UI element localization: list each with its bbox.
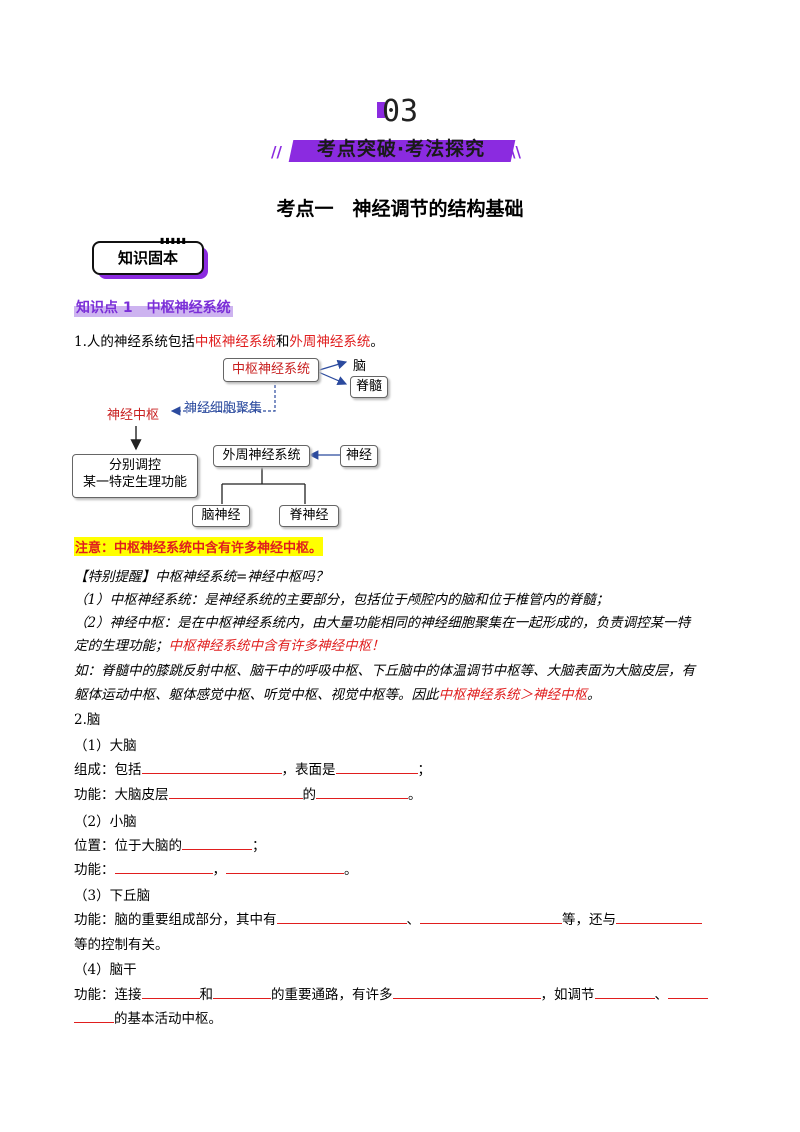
reminder-item2-red: 中枢神经系统中含有许多神经中枢！ [168,638,385,654]
hypothalamus-function-mid: 等，还与 [562,912,616,928]
label-nerve-center: 神经中枢 [107,408,160,423]
banner-title: 考点突破·考法探究 [316,138,486,160]
box-spinal-nerve: 脊神经 [279,505,339,527]
blank-brainstem-3[interactable] [392,984,541,999]
knowledge-badge: 知识固本 ▮▮▮▮▮ [92,236,208,279]
reminder-title: 【特别提醒】中枢神经系统=神经中枢吗？ [74,569,329,585]
box-function: 分别调控 某一特定生理功能 [72,454,198,498]
brainstem-function-and: 和 [199,987,214,1003]
cerebellum-function-mid: ， [212,862,227,878]
intro-prefix: 1.人的神经系统包括 [74,334,195,350]
notebook-rings-icon: ▮▮▮▮▮ [160,236,188,245]
brainstem-function: 功能：连接 和 的重要通路，有许多 ，如调节 、 [74,983,708,1003]
banner-left-slash-icon: // [271,143,282,161]
cerebellum-position-prefix: 位置：位于大脑的 [74,838,182,854]
reminder-item2-line2: 定的生理功能；中枢神经系统中含有许多神经中枢！ [74,634,385,654]
brainstem-function-line2-text: 的基本活动中枢。 [114,1011,222,1027]
blank-cerebrum-function-2[interactable] [316,784,408,799]
blank-brainstem-5-cont[interactable] [74,1008,114,1023]
cerebellum-position-end: ； [252,838,266,854]
blank-hypothalamus-1[interactable] [276,909,407,924]
hypothalamus-function-sep: 、 [406,912,421,928]
blank-cerebrum-surface[interactable] [335,759,418,774]
brainstem-title: （4）脑干 [74,962,137,978]
label-cell-cluster: 神经细胞聚集 [184,401,263,416]
section-number: 03 [381,94,419,129]
intro-and: 和 [275,334,290,350]
hypothalamus-title: （3）下丘脑 [74,888,151,904]
blank-cerebellum-function-1[interactable] [114,859,213,874]
intro-line: 1.人的神经系统包括中枢神经系统和外周神经系统。 [74,330,384,350]
section-number-accent [377,102,385,118]
box-cranial-nerve: 脑神经 [192,505,250,527]
blank-cerebellum-position[interactable] [182,835,252,850]
page-title: 考点一 神经调节的结构基础 [276,198,524,220]
arrow-cns-brain [315,359,348,372]
cerebrum-composition-prefix: 组成：包括 [74,762,142,778]
reminder-item1: （1）中枢神经系统：是神经系统的主要部分，包括位于颅腔内的脑和位于椎管内的脊髓； [74,592,610,608]
cerebrum-function: 功能：大脑皮层 的 。 [74,783,422,803]
blank-brainstem-1[interactable] [141,984,200,999]
arrow-cns-spinal [315,370,348,386]
box-nerve: 神经 [340,445,378,467]
box-pns: 外周神经系统 [213,445,310,467]
badge-label: 知识固本 [92,241,204,275]
cerebrum-function-end: 。 [408,787,422,803]
hypothalamus-function: 功能：脑的重要组成部分，其中有 、 等，还与 [74,908,702,928]
cerebrum-composition-mid: ，表面是 [281,762,336,778]
example-line2-red: 中枢神经系统＞神经中枢 [438,687,588,703]
brain-section-title: 2.脑 [74,712,101,728]
arrow-cell-cluster [170,380,276,416]
blank-brainstem-5[interactable] [668,984,708,999]
nervous-system-diagram [130,359,348,504]
banner-right-slash-icon: \\ [510,143,521,161]
cerebellum-position: 位置：位于大脑的 ； [74,834,266,854]
hypothalamus-function-prefix: 功能：脑的重要组成部分，其中有 [74,912,277,928]
blank-cerebrum-composition[interactable] [141,759,282,774]
cerebrum-title: （1）大脑 [74,738,137,754]
brainstem-function-prefix: 功能：连接 [74,987,142,1003]
box-spinal-cord: 脊髓 [350,376,388,398]
blank-brainstem-2[interactable] [213,984,271,999]
section-banner: 考点突破·考法探究 [285,134,517,162]
reminder-item2-black: 定的生理功能； [74,638,169,654]
brainstem-function-mid: 的重要通路，有许多 [271,987,393,1003]
function-line1: 分别调控 [108,458,161,473]
reminder-example-line2: 躯体运动中枢、躯体感觉中枢、听觉中枢、视觉中枢等。因此中枢神经系统＞神经中枢。 [74,683,601,703]
brainstem-function-mid2: ，如调节 [540,987,595,1003]
brainstem-function-line2: 的基本活动中枢。 [74,1007,222,1027]
cerebellum-function: 功能： ， 。 [74,858,358,878]
cerebrum-composition-end: ； [417,762,432,778]
blank-brainstem-4[interactable] [594,984,655,999]
blank-cerebrum-function-1[interactable] [168,784,303,799]
knowledge-point-title: 知识点 1 中枢神经系统 [74,297,233,317]
intro-end: 。 [370,334,384,350]
function-line2: 某一特定生理功能 [82,475,187,490]
blank-hypothalamus-3[interactable] [616,909,702,924]
blank-cerebellum-function-2[interactable] [226,859,344,874]
label-brain: 脑 [353,359,367,374]
intro-cns: 中枢神经系统 [194,334,276,350]
cerebellum-function-end: 。 [344,862,358,878]
box-cns: 中枢神经系统 [223,358,319,382]
hypothalamus-function-line2: 等的控制有关。 [74,937,169,953]
pns-tree-lines [221,465,306,504]
cerebellum-title: （2）小脑 [74,814,137,830]
cerebrum-function-mid: 的 [302,787,317,803]
cerebrum-composition: 组成：包括 ，表面是 ； [74,758,431,778]
reminder-item2-line1: （2）神经中枢：是在中枢神经系统内，由大量功能相同的神经细胞聚集在一起形成的，负… [74,615,691,631]
cerebellum-function-prefix: 功能： [74,862,115,878]
brainstem-function-sep: 、 [654,987,669,1003]
reminder-example-line1: 如：脊髓中的膝跳反射中枢、脑干中的呼吸中枢、下丘脑中的体温调节中枢等、大脑表面为… [74,663,695,679]
example-line2-black: 躯体运动中枢、躯体感觉中枢、听觉中枢、视觉中枢等。因此 [74,687,439,703]
blank-hypothalamus-2[interactable] [420,909,562,924]
intro-pns: 外周神经系统 [289,334,371,350]
cerebrum-function-prefix: 功能：大脑皮层 [74,787,169,803]
note-highlight: 注意：中枢神经系统中含有许多神经中枢。 [74,537,324,556]
example-line2-end: 。 [587,687,601,703]
